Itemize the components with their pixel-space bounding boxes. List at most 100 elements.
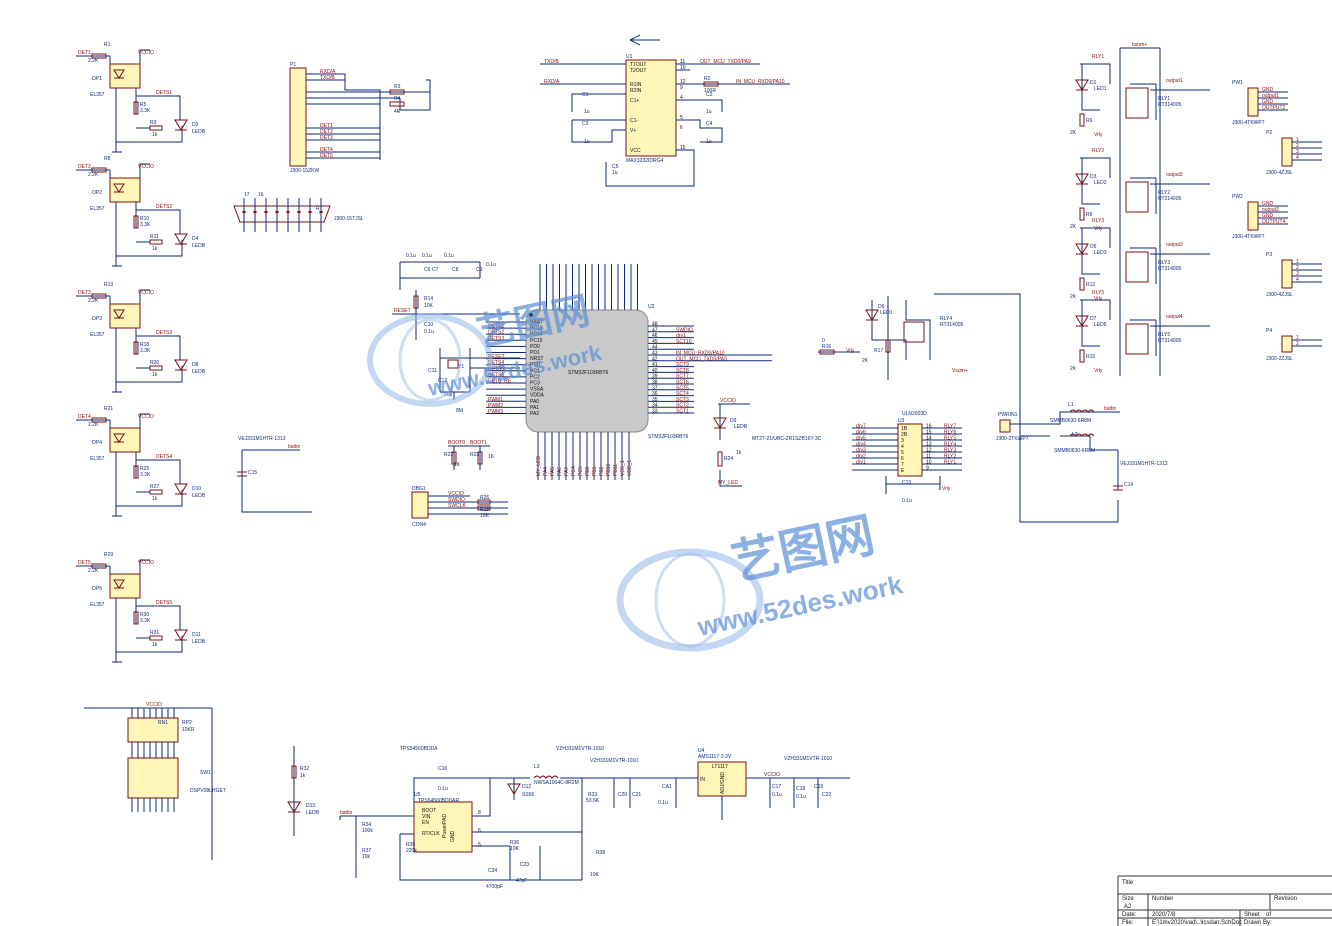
u1-c3: C3 (582, 121, 589, 127)
u3-pin-6: 7 (901, 462, 904, 468)
relay-r-0: R6 (1086, 118, 1093, 124)
connector-net-1-1: 2 (1296, 143, 1299, 149)
dbg-net-swclk: SWCLK (448, 503, 466, 509)
p1-ref: P1 (290, 62, 296, 68)
u3-pin-1: 2B (901, 432, 908, 438)
connector-part-1: J300-4ZJSL (1266, 170, 1293, 176)
opto-body-3 (109, 303, 141, 329)
opto-type-2: EL357 (90, 206, 105, 212)
connector-ref-0: PW1 (1232, 80, 1243, 86)
db15-pin (319, 210, 323, 214)
u2-right-net-6: OUT_MCU_TXD0/PA9 (676, 356, 727, 362)
opto-type-1: EL357 (90, 92, 105, 98)
u2-bottom-net-5: PC4 (571, 466, 577, 476)
u2-right-num-12: 36 (652, 391, 658, 397)
boot-r22-val: 1K (454, 462, 461, 468)
tb-revision: Revision (1274, 896, 1297, 902)
u4-c18: C18 (796, 786, 805, 792)
u2-left-net-14: PWM2 (488, 403, 503, 409)
opto-det-4: DET4 (78, 414, 91, 420)
myled-r24: R24 (724, 456, 733, 462)
connector-net-1-0: 1 (1296, 137, 1299, 143)
pled-r32: R32 (300, 766, 309, 772)
u4-pin-adj: ADJ/GND (720, 772, 726, 794)
u2-right-num-8: 40 (652, 368, 658, 374)
u2-right-num-11: 37 (652, 385, 658, 391)
opto-rlow-val-3: 1k (152, 372, 158, 378)
opto-led-5: D11 (192, 632, 201, 638)
opto-ref-1: OP1 (92, 76, 102, 82)
u2-left-pin-4: PD0 (530, 344, 540, 350)
u2-left-pin-5: PD1 (530, 350, 540, 356)
dbg-body (411, 491, 429, 519)
db15-pin (286, 210, 290, 214)
u2-bottom-net-9: PB2 (599, 466, 605, 476)
rly4-r17-val: 2K (862, 358, 869, 364)
sw1-part: DSPV08LHGET (190, 788, 226, 794)
db15-part: J300-15TJSL (334, 216, 364, 222)
u3-out-5: RLY2 (944, 454, 956, 460)
relay-rt-0: RT314005 (1158, 102, 1181, 108)
right-connectors: GNDoutput1GNDOUTPUT2PW1J300-4TKWP71234P2… (1232, 80, 1322, 362)
relay-vrly-3: Vrly (1094, 368, 1103, 374)
pwrin-l1-part: SMMB0630-6R8M (1050, 418, 1091, 424)
u1-c5: C5 (612, 164, 619, 170)
opto-rlow-1: R3 (150, 120, 157, 126)
dbg-part: CON4 (412, 522, 426, 528)
p1-body (289, 67, 307, 167)
opto-rtop-4: R21 (104, 406, 113, 412)
u5-r35: R35 (406, 842, 415, 848)
dec-c9-val: 0.1u (486, 262, 496, 268)
u3-in-3: drv4 (856, 442, 866, 448)
u4-ca1-val: 0.1u (658, 800, 668, 806)
relay-bsum: bsum+ (1132, 42, 1147, 48)
opto-det-5: DET5 (78, 560, 91, 566)
p1-net-det2: DET2 (320, 129, 333, 135)
opto-led-4: D10 (192, 486, 201, 492)
u5-d12-part: SS56 (522, 792, 534, 798)
u3-out-6: RLY1 (944, 460, 956, 466)
u2-bottom-net-1: PA4 (543, 467, 549, 476)
relay-output-1: output2 (1166, 172, 1183, 178)
u1-pin-1: T2OUT (630, 68, 646, 74)
u1-direction-arrow (629, 34, 660, 46)
opto-channel-4: DET4R212.2KOP4EL357R253.3KR271kD10LEDBDE… (76, 406, 206, 517)
u5-r35-val: 220k (406, 848, 417, 854)
u4-c18-val: 0.1u (796, 794, 806, 800)
sw1-rn: RN1 (158, 720, 168, 726)
connector-part-4: J300-2ZJSL (1266, 356, 1293, 362)
u2-right-num-9: 39 (652, 374, 658, 380)
u2-bottom-net-11: PB11 (613, 464, 619, 476)
crystal-c-val: 20p (444, 392, 453, 398)
u1-cap-val-e: 1u (612, 170, 618, 176)
connector-p1: P1 J300-15ZKW RXD/A TXD/B DET1 DET2 DET3… (289, 62, 431, 174)
u4-part: AMS1117-3.3V (698, 754, 732, 760)
opto-ref-5: OP5 (92, 586, 102, 592)
debug-header: DBG1 CON4 VCCIO SWDIO SWCLK R26 R28 10K (411, 486, 508, 528)
opto-type-3: EL357 (90, 332, 105, 338)
connector-net-0-2: GND (1262, 99, 1274, 105)
relay-ref-2: RLY3 (1092, 218, 1104, 224)
opto-vcc-5: VCCIO (138, 560, 154, 566)
u2-ref: U2 (648, 304, 655, 310)
u3-in-0: drv7 (856, 424, 866, 430)
opto-dets-5: DETS5 (156, 600, 172, 606)
relay-led-2: LED3 (1094, 250, 1107, 256)
u2-left-pin-8: PC1 (530, 368, 540, 374)
u2-right-num-10: 38 (652, 380, 658, 386)
u1-pin-2: R1IN (630, 82, 642, 88)
opto-led-type-3: LEDB (192, 369, 206, 375)
dec-c6: C6 (424, 267, 431, 273)
u1-part: MAX3232IDRG4 (626, 158, 663, 164)
u3-out-0: RLY7 (944, 424, 956, 430)
opto-channel-5: DET5R292.2KOP5EL357R303.3KR311kD11LEDBDE… (76, 552, 206, 663)
connector-net-0-0: GND (1262, 87, 1274, 93)
u2-left-pin-0: VBAT (530, 320, 543, 326)
opto-channel-1: DET1R12.2KOP1EL357R53.3KR31kD2LEDBDETS1V… (76, 42, 206, 153)
relay-diode-1: D3 (1090, 174, 1097, 180)
opto-rlow-4: R27 (150, 484, 159, 490)
u1-cap-val-b: 1u (706, 109, 712, 115)
